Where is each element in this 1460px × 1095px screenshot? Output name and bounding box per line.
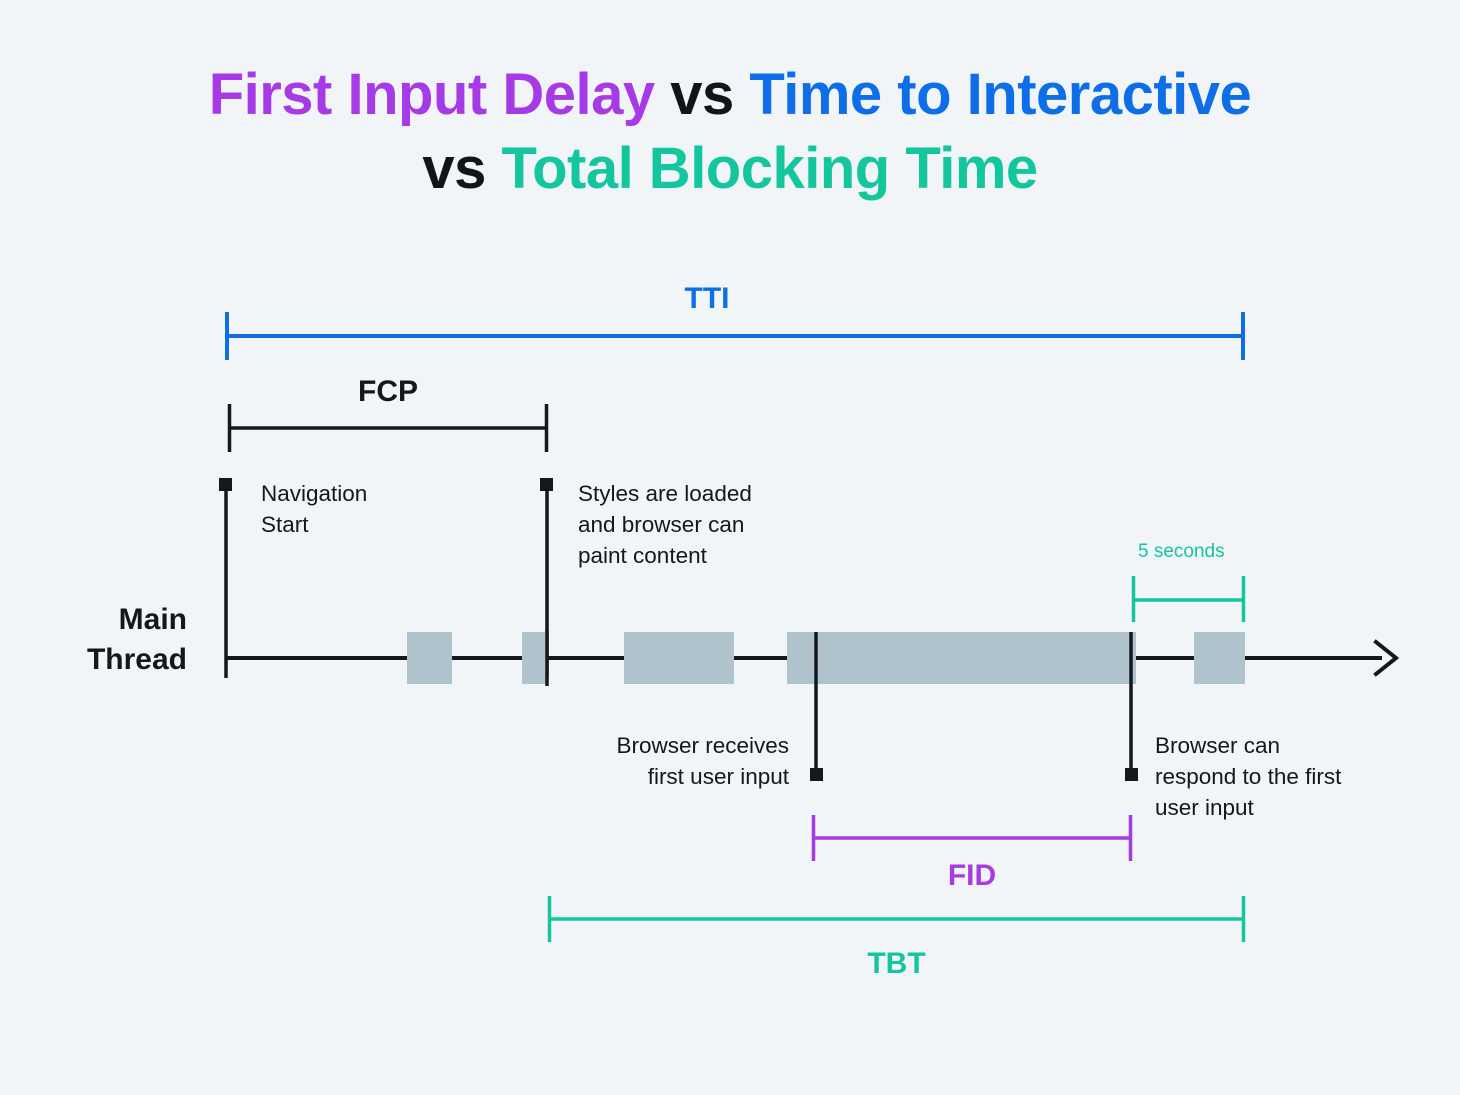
marker-square-browser-responds — [1125, 768, 1138, 781]
main-thread-blocks — [407, 632, 1245, 684]
title-term-tti: Time to Interactive — [749, 62, 1252, 127]
title-term-tbt: Total Blocking Time — [501, 136, 1038, 201]
arrow-head-icon — [1373, 639, 1400, 677]
bracket-tti — [225, 312, 1245, 360]
task-block-3 — [624, 632, 734, 684]
annotation-first-user-input: Browser receives first user input — [616, 733, 789, 789]
task-block-1 — [407, 632, 452, 684]
main-thread-label: Main Thread — [86, 603, 187, 676]
annotation-browser-responds: Browser can respond to the first user in… — [1155, 733, 1342, 820]
title-term-fid: First Input Delay — [208, 62, 655, 127]
task-block-4-long-task — [787, 632, 1136, 684]
bracket-five-seconds — [1131, 576, 1246, 622]
annotation-navigation-start: Navigation Start — [261, 481, 368, 537]
bracket-label-five-seconds: 5 seconds — [1138, 541, 1225, 562]
task-block-5 — [1194, 632, 1245, 684]
bracket-fid — [811, 815, 1133, 861]
marker-square-styles-loaded — [540, 478, 553, 491]
bracket-label-tbt: TBT — [867, 947, 926, 980]
page-title-line-2: vs Total Blocking Time — [0, 140, 1460, 198]
title-vs-1-text: vs — [670, 62, 734, 127]
marker-square-first-user-input — [810, 768, 823, 781]
task-block-2 — [522, 632, 548, 684]
bracket-label-tti: TTI — [684, 282, 730, 315]
page-title: First Input Delay vs Time to Interactive… — [0, 66, 1460, 198]
bracket-label-fid: FID — [947, 859, 997, 892]
page-title-line-1: First Input Delay vs Time to Interactive — [0, 66, 1460, 124]
title-vs-2: vs — [422, 136, 486, 201]
bracket-label-fcp: FCP — [358, 375, 418, 408]
marker-lines-overlay — [545, 630, 1138, 781]
bracket-fcp — [227, 404, 549, 452]
bracket-tbt — [547, 896, 1246, 942]
annotation-styles-loaded: Styles are loaded and browser can paint … — [578, 481, 752, 568]
marker-square-navigation-start — [219, 478, 232, 491]
